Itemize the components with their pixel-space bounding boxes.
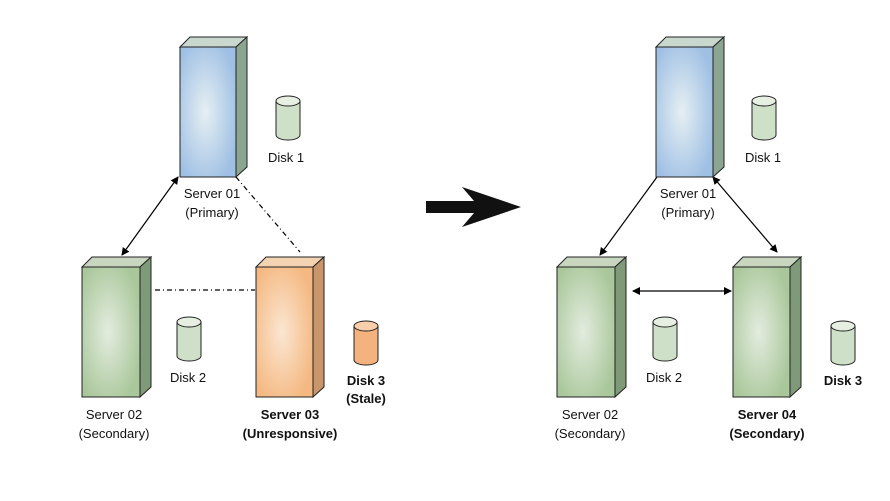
disk-1-label-right: Disk 1 xyxy=(745,150,781,165)
server-01-icon xyxy=(178,35,249,179)
disk-3-icon xyxy=(353,320,379,366)
disk-1-icon-right xyxy=(751,95,777,141)
disk-3-icon-right xyxy=(830,320,856,366)
server-01-role-right: (Primary) xyxy=(661,205,714,220)
server-03-role: (Unresponsive) xyxy=(243,426,338,441)
server-02-name-right: Server 02 xyxy=(562,407,618,422)
link-s01-s03-broken xyxy=(235,176,301,253)
disk-3-label-right: Disk 3 xyxy=(824,373,862,388)
server-02-name: Server 02 xyxy=(86,407,142,422)
server-01-icon-right xyxy=(654,35,726,179)
server-02-role-right: (Secondary) xyxy=(555,426,626,441)
server-02-icon-right xyxy=(555,255,628,399)
left-panel: Server 01 (Primary) Disk 1 Server 02 (Se… xyxy=(79,35,386,441)
transition-arrow-icon xyxy=(426,187,521,227)
server-03-name: Server 03 xyxy=(261,407,320,422)
disk-2-label: Disk 2 xyxy=(170,370,206,385)
link-s01-s02 xyxy=(121,176,179,256)
disk-3-status: (Stale) xyxy=(346,391,386,406)
server-01-name-right: Server 01 xyxy=(660,186,716,201)
disk-1-label: Disk 1 xyxy=(268,150,304,165)
disk-2-label-right: Disk 2 xyxy=(646,370,682,385)
server-04-name: Server 04 xyxy=(738,407,797,422)
disk-1-icon xyxy=(275,95,301,141)
disk-2-icon-right xyxy=(652,316,678,362)
link-s01-s04 xyxy=(712,176,778,253)
server-04-role: (Secondary) xyxy=(729,426,804,441)
disk-3-label: Disk 3 xyxy=(347,373,385,388)
server-01-role: (Primary) xyxy=(185,205,238,220)
link-s01-s02-right xyxy=(599,176,658,256)
server-04-icon xyxy=(731,255,803,399)
server-03-icon xyxy=(254,255,326,399)
right-panel: Server 01 (Primary) Disk 1 Server 02 (Se… xyxy=(555,35,862,441)
server-01-name: Server 01 xyxy=(184,186,240,201)
server-02-role: (Secondary) xyxy=(79,426,150,441)
disk-2-icon xyxy=(176,316,202,362)
server-02-icon xyxy=(80,255,153,399)
